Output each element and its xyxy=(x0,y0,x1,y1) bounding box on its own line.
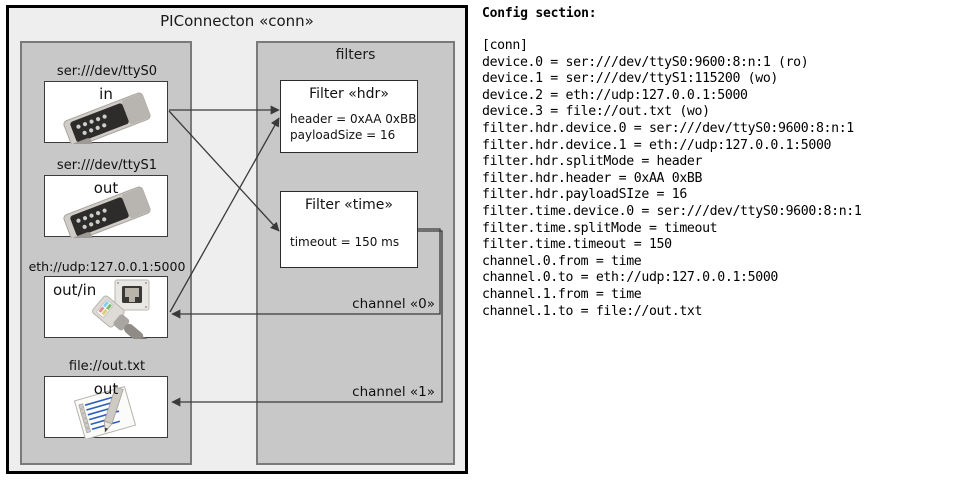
device-label-ttys0: ser:///dev/ttyS0 xyxy=(56,63,158,79)
device-label-eth: eth://udp:127.0.0.1:5000 xyxy=(28,258,186,274)
device-direction-ttys0: in xyxy=(99,85,113,103)
device-direction-ttys1: out xyxy=(93,179,119,197)
device-direction-eth: out/in xyxy=(53,281,97,299)
filter-attribute: payloadSize = 16 xyxy=(290,128,396,142)
channel-label-0: channel «0» xyxy=(352,296,435,312)
serial-port-icon xyxy=(45,82,167,155)
filter-attributes-time: timeout = 150 ms xyxy=(290,234,399,250)
device-box-ttys0[interactable]: in xyxy=(44,81,168,155)
filter-attribute: header = 0xAA 0xBB xyxy=(290,112,417,126)
channel-label-1: channel «1» xyxy=(352,384,435,400)
component-title: PIConnecton «conn» xyxy=(160,12,314,30)
filter-box-hdr[interactable]: Filter «hdr» header = 0xAA 0xBB payloadS… xyxy=(280,80,418,153)
device-label-file: file://out.txt xyxy=(68,358,146,374)
ethernet-jack-icon xyxy=(45,277,167,351)
filter-title-time: Filter «time» xyxy=(305,197,393,213)
device-box-ttys1[interactable]: out xyxy=(44,175,168,249)
device-box-eth[interactable]: out/in xyxy=(44,276,168,351)
config-heading: Config section: xyxy=(482,6,597,21)
filter-attribute: timeout = 150 ms xyxy=(290,235,400,249)
filter-attributes-hdr: header = 0xAA 0xBB payloadSize = 16 xyxy=(290,111,416,143)
filter-box-time[interactable]: Filter «time» timeout = 150 ms xyxy=(280,191,418,268)
filters-group-title: filters xyxy=(335,47,376,63)
filter-title-hdr: Filter «hdr» xyxy=(309,86,389,102)
config-pane: Config section: [conn] device.0 = ser://… xyxy=(482,6,960,476)
device-label-ttys1: ser:///dev/ttyS1 xyxy=(56,157,158,173)
text-file-icon xyxy=(45,377,167,441)
device-box-file[interactable]: out xyxy=(44,376,168,441)
device-direction-file: out xyxy=(93,380,119,398)
config-text: [conn] device.0 = ser:///dev/ttyS0:9600:… xyxy=(482,38,862,319)
